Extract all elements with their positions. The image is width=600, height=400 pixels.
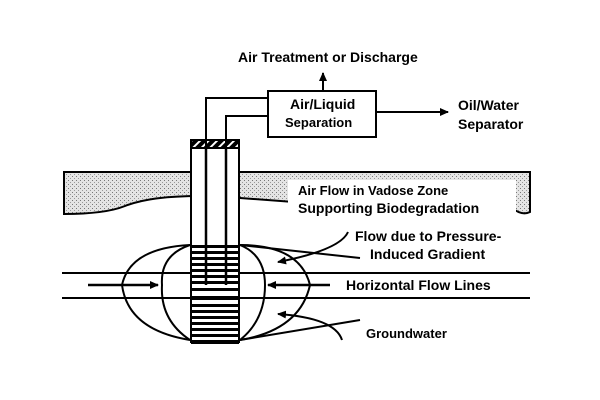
vadose-label-background <box>288 180 516 216</box>
extraction-pipe-outer <box>205 97 268 148</box>
vadose-label-line1: Air Flow in Vadose Zone <box>298 183 449 198</box>
well-screen-slot <box>191 310 239 313</box>
well-screen-slot <box>191 296 239 300</box>
well-screen-slot <box>191 275 239 278</box>
separation-label-line2: Separation <box>285 115 353 130</box>
well-screen-slot <box>191 281 239 284</box>
well-screen-slot <box>191 257 239 260</box>
air-treatment-label: Air Treatment or Discharge <box>238 49 418 65</box>
oil-water-label-line1: Oil/Water <box>458 97 519 113</box>
separation-label-line1: Air/Liquid <box>290 96 356 112</box>
groundwater-label: Groundwater <box>366 326 447 341</box>
well-screen-slot <box>191 263 239 266</box>
well-screen-slot <box>191 288 239 291</box>
well-screen-slot <box>191 328 239 331</box>
groundwater-pointer <box>277 310 343 341</box>
separation-box <box>267 90 377 138</box>
well-screen-slot <box>191 334 239 337</box>
vadose-label-line2: Supporting Biodegradation <box>298 200 480 216</box>
well-screen-slot <box>191 269 239 272</box>
well-screen-slot <box>191 316 239 319</box>
well-screen-slot <box>191 245 239 248</box>
well-seal-hatched <box>192 141 238 148</box>
pressure-label-line2: Induced Gradient <box>370 246 486 262</box>
horizontal-flow-label: Horizontal Flow Lines <box>346 277 491 293</box>
well-screen-slot <box>191 304 239 307</box>
flow-envelope-inner <box>160 244 267 341</box>
pressure-label-line1: Flow due to Pressure- <box>355 228 502 244</box>
oil-water-label-line2: Separator <box>458 116 524 132</box>
pressure-gradient-lines <box>239 244 361 341</box>
well-screen-slot <box>191 322 239 325</box>
well-screen-slot <box>191 340 239 344</box>
well-screen <box>191 245 239 344</box>
well-screen-slot <box>191 251 239 254</box>
extraction-pipe-inner <box>225 115 268 148</box>
pressure-gradient-pointer <box>277 231 349 265</box>
